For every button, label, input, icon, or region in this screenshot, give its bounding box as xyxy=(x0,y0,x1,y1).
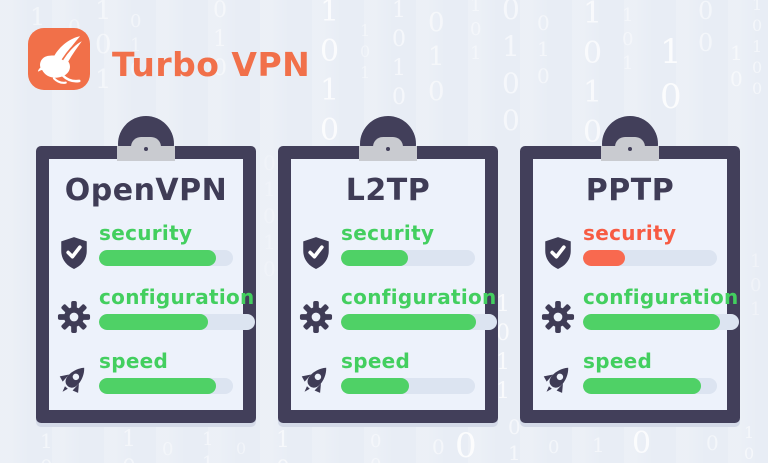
metric-bar-track xyxy=(99,378,233,394)
metric-row-configuration: configuration xyxy=(55,287,255,334)
metric-row-speed: speed xyxy=(539,351,717,394)
rabbit-icon xyxy=(37,36,82,84)
protocol-card-l2tp: L2TP security configuration xyxy=(278,116,498,423)
protocol-title: L2TP xyxy=(345,173,431,208)
binary-digits: 0 1 0 xyxy=(428,8,445,107)
binary-digits: 1 0 1 xyxy=(750,251,762,320)
metric-row-security: security xyxy=(297,221,475,269)
metric-label: configuration xyxy=(583,285,739,309)
shield-check-icon xyxy=(55,236,93,270)
metric-bar-fill xyxy=(583,250,625,266)
binary-digits: 1 0 1 1 xyxy=(496,292,510,405)
binary-digits: 1 0 xyxy=(660,32,682,117)
metric-bar-track xyxy=(341,250,475,266)
metric-bar-track xyxy=(99,250,233,266)
binary-digits: 1 0 1 0 xyxy=(583,0,603,150)
gear-icon xyxy=(55,300,93,334)
clipboard-board: PPTP security configuration xyxy=(520,146,740,423)
binary-digits: 1 1 xyxy=(202,429,214,463)
metric-row-configuration: configuration xyxy=(297,287,497,334)
binary-digits: 1 0 1 0 xyxy=(392,0,406,111)
protocol-title: PPTP xyxy=(585,173,675,208)
metric-bar-fill xyxy=(583,314,720,330)
metric-label: speed xyxy=(99,349,169,373)
binary-digits: 1 0 xyxy=(276,428,290,463)
metric-label: security xyxy=(583,221,677,245)
metric-bar-track xyxy=(341,378,475,394)
brand-name: Turbo VPN xyxy=(112,45,311,84)
binary-digits: 0 xyxy=(432,435,445,459)
shield-check-icon xyxy=(539,236,577,270)
clip-hole xyxy=(144,147,148,151)
metric-bar-track xyxy=(341,314,497,330)
gear-icon xyxy=(297,300,335,334)
binary-digits: 1 0 1 xyxy=(470,0,482,64)
binary-digits: 0 1 0 xyxy=(537,11,550,88)
protocol-title: OpenVPN xyxy=(64,173,228,208)
binary-digits: 1 xyxy=(592,433,605,457)
binary-digits: 0 0 xyxy=(698,0,714,57)
binary-digits: 1 0 1 xyxy=(360,21,371,83)
metric-label: speed xyxy=(583,349,653,373)
metric-label: speed xyxy=(341,349,411,373)
binary-digits: 1 0 1 0 xyxy=(320,0,340,148)
metric-bar-track xyxy=(583,250,717,266)
clip-hole xyxy=(386,147,390,151)
metric-bar-track xyxy=(583,378,717,394)
binary-digits: 1 0 xyxy=(730,41,743,92)
turbo-vpn-logo xyxy=(28,28,90,90)
shield-check-icon xyxy=(297,236,335,270)
metric-bar-track xyxy=(99,314,255,330)
metric-bar-fill xyxy=(99,314,208,330)
clipboard-clip xyxy=(117,137,175,161)
metric-row-configuration: configuration xyxy=(539,287,739,334)
binary-digits: 1 0 xyxy=(122,427,136,463)
metric-row-security: security xyxy=(55,221,233,269)
binary-digits: 0 1 0 0 xyxy=(502,0,520,137)
clipboard-board: L2TP security configuration xyxy=(278,146,498,423)
metric-bar-fill xyxy=(341,250,408,266)
metric-row-security: security xyxy=(539,221,717,269)
protocol-card-openvpn: OpenVPN security configuration xyxy=(36,116,256,423)
protocol-card-pptp: PPTP security configuration xyxy=(520,116,740,423)
metric-bar-track xyxy=(583,314,739,330)
binary-digits: 0 1 0 1 0 xyxy=(263,151,276,281)
clipboard-board: OpenVPN security configuration xyxy=(36,146,256,423)
binary-digits: 0 0 xyxy=(370,431,382,463)
metric-label: configuration xyxy=(341,285,497,309)
metric-bar-fill xyxy=(99,378,216,394)
binary-digits: 0 xyxy=(455,426,477,463)
metric-row-speed: speed xyxy=(297,351,475,394)
clipboard-clip xyxy=(601,137,659,161)
metric-bar-fill xyxy=(99,250,216,266)
metric-bar-fill xyxy=(341,378,410,394)
gear-icon xyxy=(539,300,577,334)
binary-digits: 1 0 1 xyxy=(95,0,112,95)
metric-label: security xyxy=(341,221,435,245)
rocket-icon xyxy=(55,360,93,398)
binary-digits: 1 0 1 0 0 xyxy=(752,0,763,99)
clipboard-clip xyxy=(359,137,417,161)
binary-digits: 1 0 xyxy=(40,429,53,463)
binary-digits: 1 0 1 xyxy=(622,5,634,74)
binary-digits: 0 1 xyxy=(508,415,521,463)
clip-bump xyxy=(373,137,403,147)
clip-bump xyxy=(131,137,161,147)
binary-digits: 0 xyxy=(162,439,174,460)
rocket-icon xyxy=(297,360,335,398)
clip-hole xyxy=(628,147,632,151)
binary-digits: 0 xyxy=(632,426,652,461)
rocket-icon xyxy=(539,360,577,398)
binary-digits: 0 xyxy=(548,437,560,458)
metric-row-speed: speed xyxy=(55,351,233,394)
clip-bump xyxy=(615,137,645,147)
metric-bar-fill xyxy=(341,314,477,330)
metric-label: security xyxy=(99,221,193,245)
binary-digits: 0 xyxy=(236,439,247,458)
binary-digits: 0 xyxy=(706,431,719,455)
metric-bar-fill xyxy=(583,378,701,394)
binary-digits: 1 0 1 xyxy=(744,423,755,463)
metric-label: configuration xyxy=(99,285,255,309)
